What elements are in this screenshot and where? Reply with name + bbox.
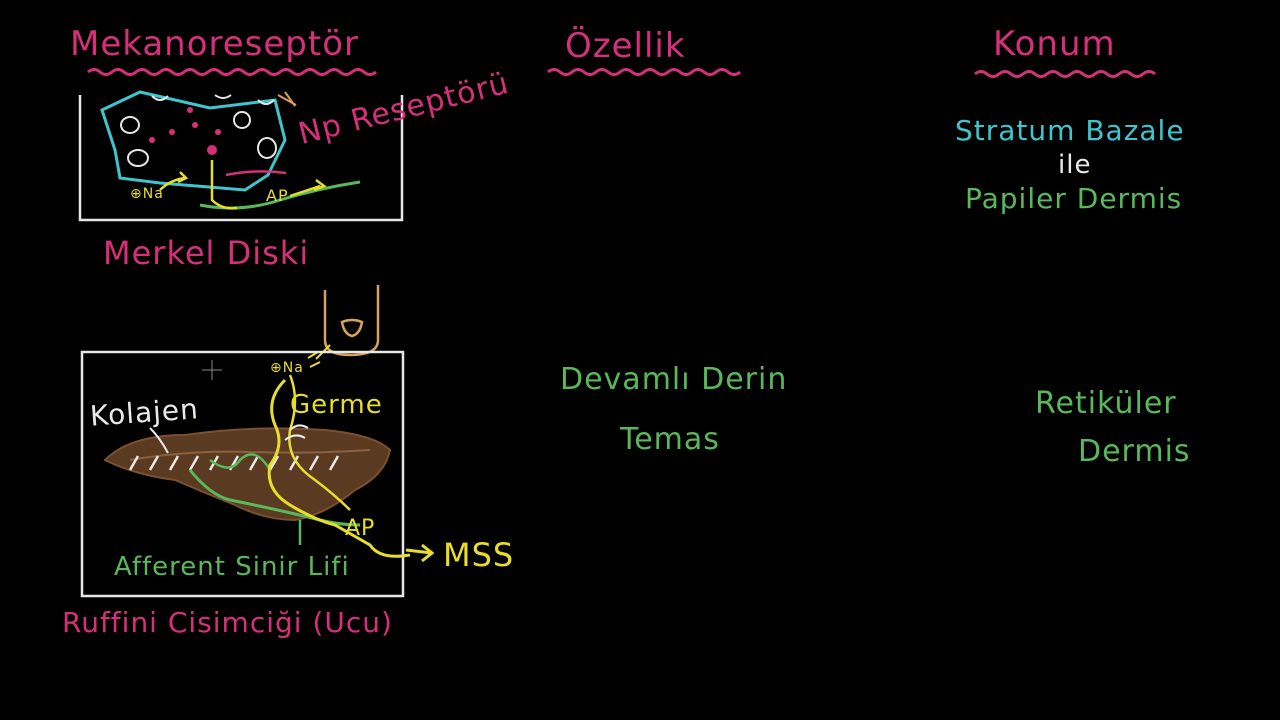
header-underline-mechanoreceptor (87, 68, 377, 76)
ruffini-mss-label: MSS (443, 536, 515, 574)
ruffini-location-line1: Retiküler (1035, 386, 1177, 421)
ruffini-name: Ruffini Cisimciği (Ucu) (62, 606, 393, 639)
header-underline-feature (547, 68, 741, 76)
ruffini-location-line2: Dermis (1078, 434, 1191, 469)
ruffini-stretch-label: Germe (290, 390, 383, 420)
header-location: Konum (993, 24, 1116, 64)
merkel-ap-label: AP (266, 186, 289, 205)
merkel-name: Merkel Diski (103, 234, 310, 272)
ruffini-feature-line1: Devamlı Derin (560, 362, 788, 397)
merkel-location-line2: ile (1058, 150, 1092, 180)
header-mechanoreceptor: Mekanoreseptör (70, 24, 360, 64)
header-feature: Özellik (565, 26, 686, 66)
ruffini-nerve-label: Afferent Sinir Lifi (114, 552, 350, 582)
merkel-diagram (78, 90, 404, 222)
merkel-location-line3: Papiler Dermis (965, 182, 1183, 215)
merkel-na-label: ⊕Na (130, 186, 164, 202)
ruffini-ap-label: AP (345, 516, 376, 541)
finger-drawing (323, 285, 380, 357)
merkel-location-line1: Stratum Bazale (955, 114, 1185, 147)
ruffini-feature-line2: Temas (620, 422, 720, 457)
header-underline-location (974, 70, 1156, 78)
ruffini-diagram (80, 350, 435, 598)
ruffini-na-label: ⊕Na (270, 360, 304, 376)
